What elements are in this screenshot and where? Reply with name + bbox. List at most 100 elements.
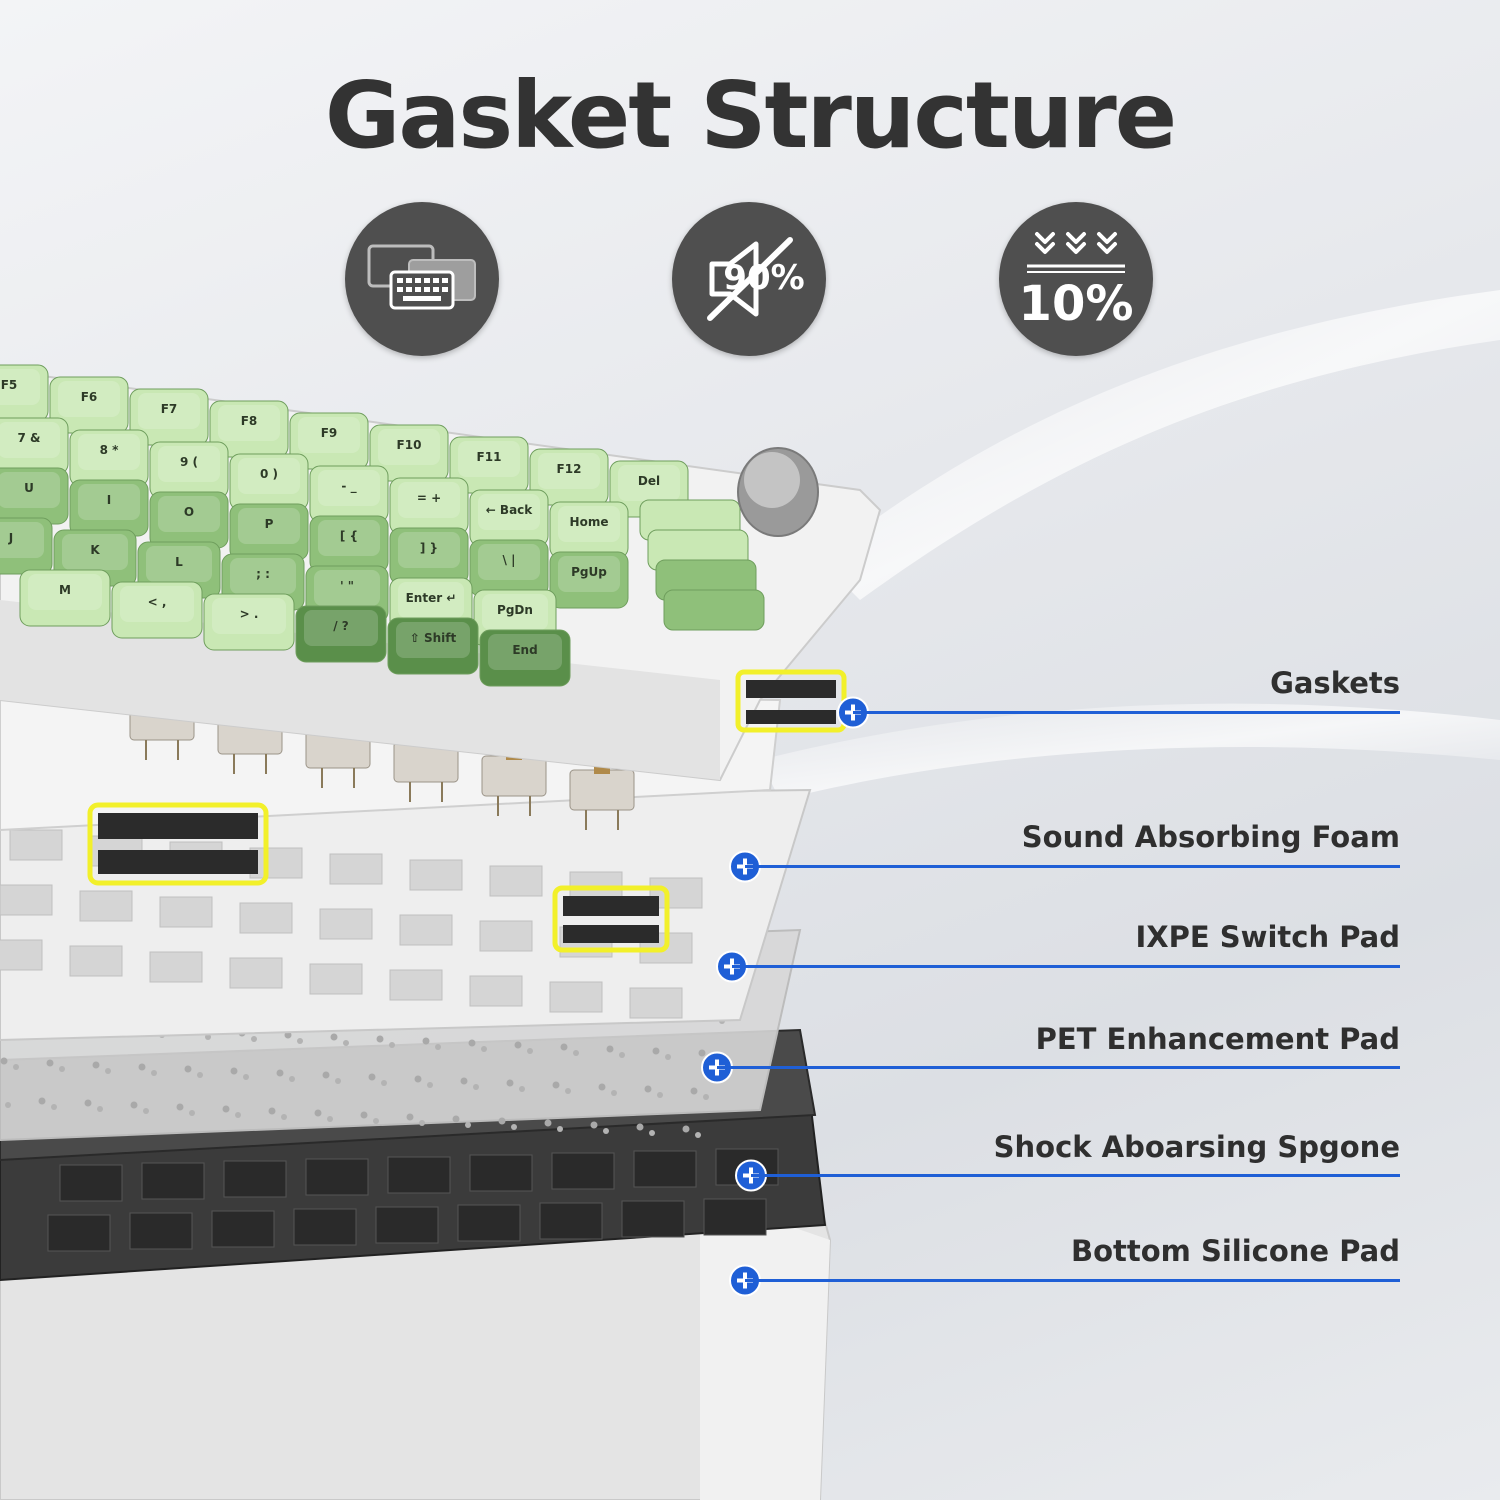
ixpe-dot	[544, 1119, 552, 1127]
keycap: F5	[0, 364, 49, 422]
ixpe-dot	[573, 1050, 579, 1056]
keycap: U	[0, 467, 69, 525]
ixpe-dot	[514, 1041, 522, 1049]
callout-line	[717, 1066, 1400, 1069]
keycap: - _	[309, 465, 389, 523]
ixpe-dot	[606, 1045, 614, 1053]
keycap: O	[149, 491, 229, 549]
ixpe-dot	[230, 1067, 238, 1075]
foam-cutout	[239, 902, 293, 934]
ixpe-dot	[51, 1104, 57, 1110]
keycap-legend: ; :	[256, 567, 270, 581]
foam-cutout	[0, 939, 43, 971]
keycap: 9 (	[149, 441, 229, 499]
keycap: 7 &	[0, 417, 69, 475]
keycap-legend: ← Back	[486, 503, 534, 517]
keycap-legend: 0 )	[260, 467, 278, 481]
keycap: P	[229, 503, 309, 561]
ixpe-dot	[38, 1097, 46, 1105]
keycap	[663, 589, 765, 631]
ixpe-dot	[519, 1086, 525, 1092]
keycap: > .	[203, 593, 295, 651]
ixpe-dot	[343, 1040, 349, 1046]
ixpe-dot	[289, 1076, 295, 1082]
keycap: [ {	[309, 515, 389, 573]
ixpe-dot	[389, 1042, 395, 1048]
ixpe-dot	[281, 1114, 287, 1120]
keycap-legend: \ |	[503, 553, 516, 567]
keycap: Home	[549, 501, 629, 559]
keycap-legend: < ,	[148, 595, 167, 609]
ixpe-dot	[297, 1038, 303, 1044]
foam-cutout	[489, 865, 543, 897]
ixpe-dot	[511, 1124, 517, 1130]
ixpe-dot	[465, 1122, 471, 1128]
ixpe-dot	[0, 1057, 8, 1065]
keycap-legend: PgUp	[571, 565, 607, 579]
keycap: = +	[389, 477, 469, 535]
ixpe-dot	[665, 1054, 671, 1060]
sponge-cutouts	[47, 1148, 779, 1252]
sponge-cutout	[469, 1154, 533, 1192]
foam-cutout	[79, 890, 133, 922]
foam-cutout	[629, 987, 683, 1019]
keycap-legend: ] }	[420, 541, 438, 555]
gasket-highlight-left	[87, 802, 269, 886]
ixpe-dot	[151, 1070, 157, 1076]
sponge-cutout	[551, 1152, 615, 1190]
ixpe-dot	[427, 1082, 433, 1088]
keycap: End	[479, 629, 571, 687]
sponge-cutout	[129, 1212, 193, 1250]
foam-cutout	[149, 951, 203, 983]
foam-cutout	[229, 957, 283, 989]
keycap-legend: F11	[477, 450, 502, 464]
keycap: < ,	[111, 581, 203, 639]
ixpe-dot	[251, 1036, 257, 1042]
keycap-legend: > .	[240, 607, 259, 621]
foam-cutout	[389, 969, 443, 1001]
callout-label: Gaskets	[1270, 666, 1400, 700]
keycap-legend: F6	[81, 390, 98, 404]
keycap: PgUp	[549, 551, 629, 609]
keycap-legend: PgDn	[497, 603, 533, 617]
foam-cutout	[469, 975, 523, 1007]
ixpe-dot	[335, 1078, 341, 1084]
keycap-legend: F10	[397, 438, 422, 452]
sponge-cutout	[457, 1204, 521, 1242]
keycap-legend: J	[8, 531, 13, 545]
callout-label: IXPE Switch Pad	[1135, 920, 1400, 954]
ixpe-dot	[360, 1111, 368, 1119]
ixpe-dot	[138, 1063, 146, 1071]
sponge-cutout	[387, 1156, 451, 1194]
keycap: \ |	[469, 539, 549, 597]
gasket-highlight-center	[552, 885, 670, 953]
keycap: ← Back	[469, 489, 549, 547]
ixpe-dot	[603, 1128, 609, 1134]
keycap-legend: ⇧ Shift	[410, 631, 457, 645]
foam-cutout	[479, 920, 533, 952]
ixpe-dot	[419, 1120, 425, 1126]
foam-cutout	[0, 884, 53, 916]
ixpe-dot	[557, 1126, 563, 1132]
ixpe-dot	[498, 1117, 506, 1125]
feature-badge-sound: 90%	[672, 202, 826, 356]
sponge-cutout	[223, 1160, 287, 1198]
feature-badge-keyboard	[345, 202, 499, 356]
keycap-legend: K	[90, 543, 100, 557]
sound-muted-icon	[707, 237, 793, 321]
ixpe-dot	[565, 1088, 571, 1094]
sponge-cutout	[703, 1198, 767, 1236]
sponge-cutout	[211, 1210, 275, 1248]
ixpe-dot	[636, 1123, 644, 1131]
ixpe-dot	[468, 1039, 476, 1047]
keycap-legend: F8	[241, 414, 258, 428]
keycap-legend: Enter ↵	[406, 591, 457, 605]
sponge-cutout	[305, 1158, 369, 1196]
ixpe-dot	[205, 1034, 211, 1040]
keyboard-case-front	[0, 600, 720, 780]
keycap: F8	[209, 400, 289, 458]
foam-cutout	[409, 859, 463, 891]
foam-cutouts	[0, 829, 703, 1019]
foam-cutout	[69, 945, 123, 977]
